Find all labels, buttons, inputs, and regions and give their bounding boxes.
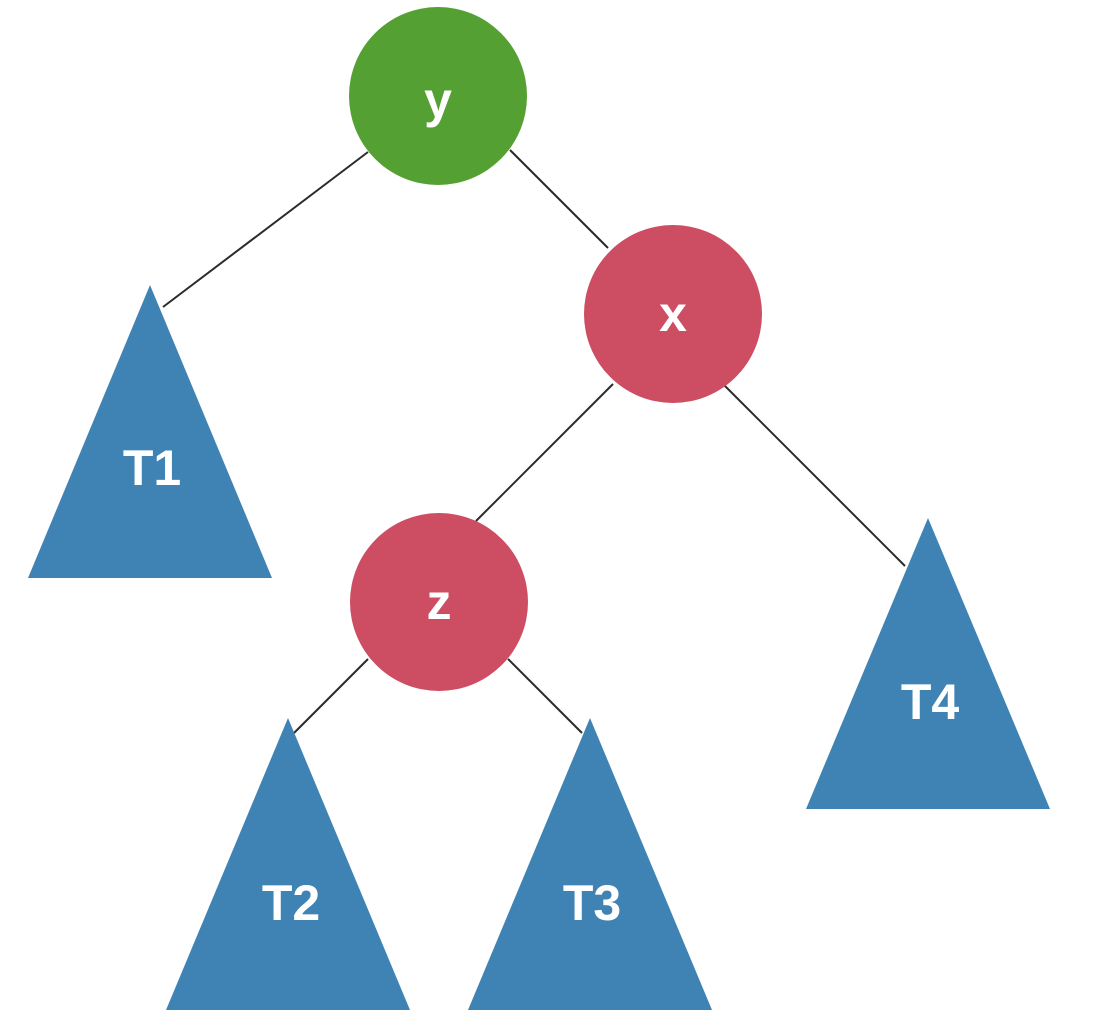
node-z-circle [350, 513, 528, 691]
subtree-t3-label: T3 [563, 875, 621, 931]
subtree-t4: T4 [806, 518, 1050, 809]
node-y-label: y [424, 72, 452, 128]
edge-x-z [475, 383, 614, 522]
subtree-t1-triangle [28, 285, 272, 578]
subtree-t2: T2 [166, 718, 410, 1010]
subtree-t2-label: T2 [262, 875, 320, 931]
edge-z-t2 [293, 658, 369, 734]
subtree-t3-triangle [468, 718, 712, 1010]
node-y-circle [349, 7, 527, 185]
subtree-t3: T3 [468, 718, 712, 1010]
edge-z-t3 [507, 658, 583, 734]
edge-y-x [509, 149, 609, 249]
node-x: x [584, 225, 762, 403]
subtree-t1: T1 [28, 285, 272, 578]
node-z-label: z [427, 574, 452, 630]
edge-x-t4 [722, 383, 906, 567]
node-x-circle [584, 225, 762, 403]
subtree-t4-label: T4 [901, 674, 960, 730]
node-z: z [350, 513, 528, 691]
node-x-label: x [659, 286, 687, 342]
edge-y-t1 [162, 151, 369, 308]
subtree-t4-triangle [806, 518, 1050, 809]
subtree-t2-triangle [166, 718, 410, 1010]
node-y: y [349, 7, 527, 185]
tree-edges [162, 149, 906, 734]
subtree-t1-label: T1 [123, 440, 181, 496]
